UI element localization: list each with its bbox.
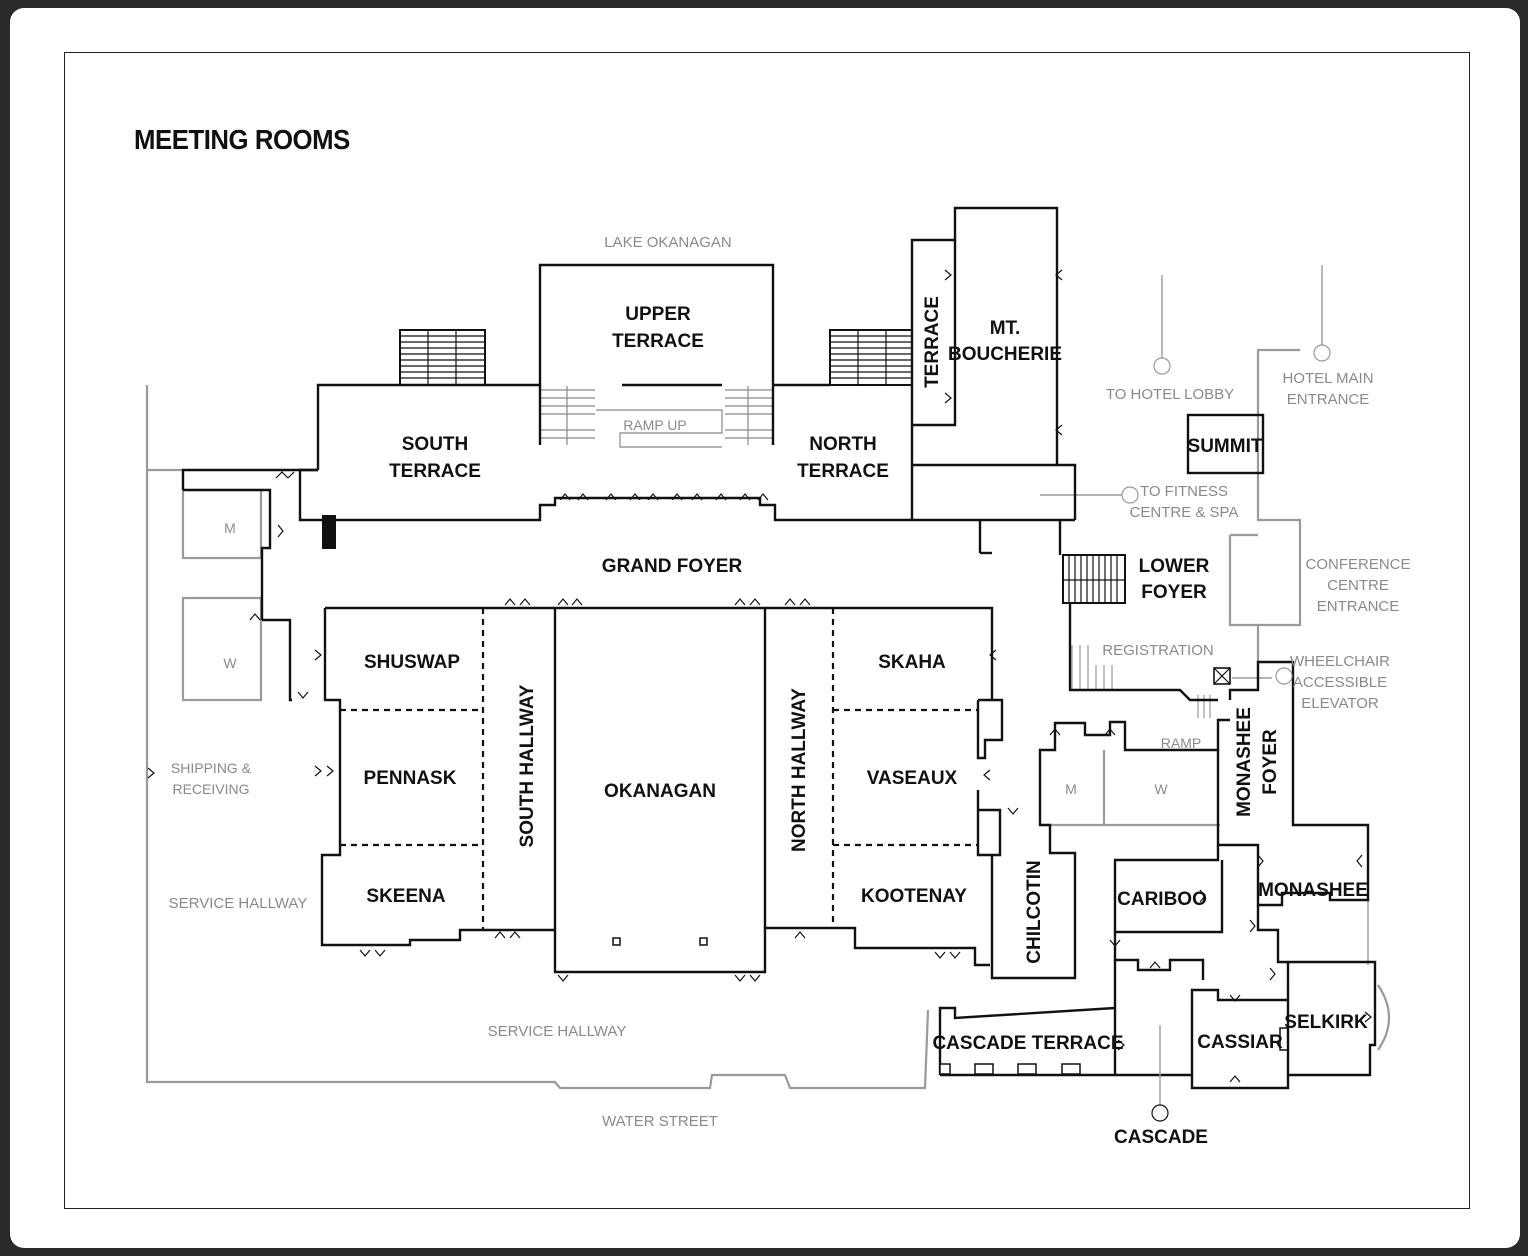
label-shipping-receiving: SHIPPING & xyxy=(171,760,252,776)
label-okanagan: OKANAGAN xyxy=(604,781,716,802)
label-vaseaux: VASEAUX xyxy=(867,768,958,789)
label-cassiar: CASSIAR xyxy=(1197,1032,1283,1053)
label-grand-foyer: GRAND FOYER xyxy=(602,556,743,577)
label-wheelchair-elevator: WHEELCHAIR xyxy=(1290,653,1390,670)
map-frame xyxy=(64,52,1470,1209)
label-lower-foyer-2: FOYER xyxy=(1141,582,1207,603)
label-to-fitness: TO FITNESS xyxy=(1140,483,1228,500)
label-restroom-w-right: W xyxy=(1154,781,1168,797)
label-selkirk: SELKIRK xyxy=(1284,1012,1368,1033)
label-pennask: PENNASK xyxy=(364,768,457,789)
label-south-terrace: SOUTH xyxy=(402,434,469,455)
label-cascade: CASCADE xyxy=(1114,1127,1208,1148)
label-terrace: TERRACE xyxy=(922,296,943,388)
label-conference-entrance: CONFERENCE xyxy=(1305,556,1410,573)
label-summit: SUMMIT xyxy=(1188,436,1263,457)
label-skeena: SKEENA xyxy=(366,886,445,907)
label-south-terrace-2: TERRACE xyxy=(389,461,481,482)
label-cascade-terrace: CASCADE TERRACE xyxy=(932,1033,1123,1054)
label-upper-terrace-2: TERRACE xyxy=(612,331,704,352)
label-hotel-main-entrance-2: ENTRANCE xyxy=(1287,391,1370,408)
label-hotel-main-entrance: HOTEL MAIN xyxy=(1282,370,1373,387)
label-mt-boucherie-2: BOUCHERIE xyxy=(948,344,1062,365)
label-service-hallway-left: SERVICE HALLWAY xyxy=(169,895,308,912)
label-north-terrace-2: TERRACE xyxy=(797,461,889,482)
door-marks xyxy=(147,269,1372,1122)
label-restroom-m-right: M xyxy=(1065,781,1077,797)
stairs xyxy=(399,329,1211,718)
label-conference-entrance-3: ENTRANCE xyxy=(1317,598,1400,615)
walls xyxy=(181,206,1377,1105)
label-chilcotin: CHILCOTIN xyxy=(1024,860,1045,963)
label-restroom-w-left: W xyxy=(223,655,237,671)
label-mt-boucherie: MT. xyxy=(990,318,1021,339)
label-wheelchair-elevator-3: ELEVATOR xyxy=(1301,695,1379,712)
label-monashee-foyer-2: FOYER xyxy=(1260,729,1281,795)
label-kootenay: KOOTENAY xyxy=(861,886,967,907)
room-labels: UPPER TERRACE SOUTH TERRACE NORTH TERRAC… xyxy=(364,296,1368,1148)
map-title: MEETING ROOMS xyxy=(134,124,350,155)
label-north-terrace: NORTH xyxy=(809,434,877,455)
label-water-street: WATER STREET xyxy=(602,1113,718,1130)
label-lake-okanagan: LAKE OKANAGAN xyxy=(604,234,732,251)
label-lower-foyer: LOWER xyxy=(1139,556,1210,577)
label-to-hotel-lobby: TO HOTEL LOBBY xyxy=(1106,386,1234,403)
label-registration: REGISTRATION xyxy=(1102,642,1213,659)
label-monashee-foyer: MONASHEE xyxy=(1234,707,1255,817)
label-ramp-up: RAMP UP xyxy=(623,417,687,433)
label-south-hallway: SOUTH HALLWAY xyxy=(517,684,538,847)
label-restroom-m-left: M xyxy=(224,520,236,536)
label-ramp: RAMP xyxy=(1161,735,1201,751)
label-upper-terrace: UPPER xyxy=(625,304,691,325)
label-skaha: SKAHA xyxy=(878,652,946,673)
context-labels: LAKE OKANAGAN RAMP UP TO HOTEL LOBBY HOT… xyxy=(169,234,1411,1130)
label-shuswap: SHUSWAP xyxy=(364,652,460,673)
label-cariboo: CARIBOO xyxy=(1117,889,1207,910)
label-monashee: MONASHEE xyxy=(1258,880,1368,901)
label-service-hallway-bottom: SERVICE HALLWAY xyxy=(488,1023,627,1040)
label-to-fitness-2: CENTRE & SPA xyxy=(1130,504,1239,521)
label-wheelchair-elevator-2: ACCESSIBLE xyxy=(1293,674,1387,691)
label-conference-entrance-2: CENTRE xyxy=(1327,577,1389,594)
label-shipping-receiving-2: RECEIVING xyxy=(172,781,249,797)
label-north-hallway: NORTH HALLWAY xyxy=(789,688,810,852)
